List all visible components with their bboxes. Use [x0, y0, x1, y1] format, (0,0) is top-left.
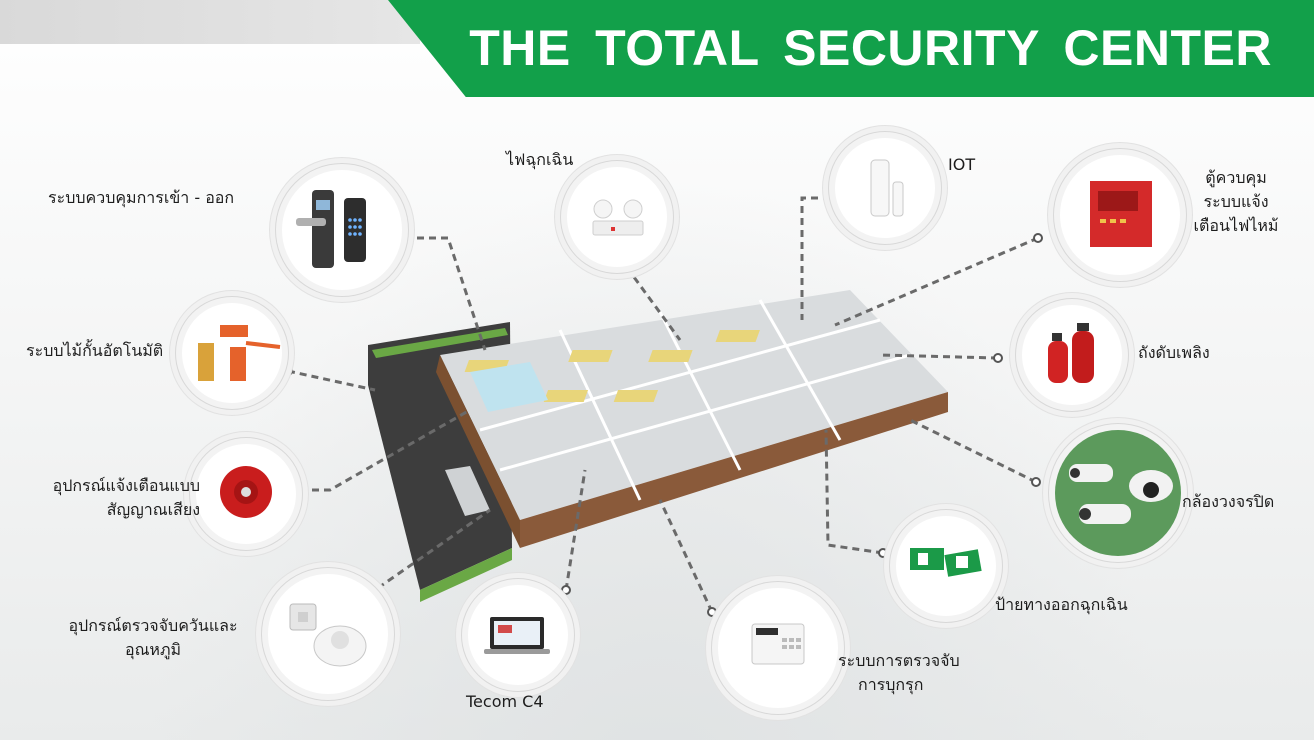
- title-banner: [388, 0, 1314, 97]
- smoke-detector-icon: [289, 603, 367, 667]
- page-title: THE TOTAL SECURITY CENTER: [469, 20, 1272, 76]
- alarm-bell-label: อุปกรณ์แจ้งเตือนแบบสัญญาณเสียง: [52, 476, 200, 519]
- exit-sign-node: [896, 516, 996, 616]
- tecom-node: [468, 585, 568, 685]
- keypad-icon: [751, 623, 805, 665]
- barrier-gate-label: ระบบไม้กั้นอัตโนมัติ: [26, 341, 164, 360]
- fire-alarm-panel-icon: [1090, 181, 1152, 247]
- intrusion-label: ระบบการตรวจจับการบุกรุก: [838, 651, 960, 694]
- door-lock-icon: [296, 190, 366, 268]
- access-control-label: ระบบควบคุมการเข้า - ออก: [48, 188, 235, 207]
- intrusion-node: [718, 588, 838, 708]
- alarm-bell-icon: [220, 466, 272, 518]
- emergency-light-node: [567, 167, 667, 267]
- extinguisher-node: [1022, 305, 1122, 405]
- header-grey-bar: [0, 0, 420, 44]
- cctv-node: [1055, 430, 1181, 556]
- smoke-detector-node: [268, 574, 388, 694]
- cctv-camera-icon: [1069, 464, 1173, 524]
- laptop-icon: [484, 617, 550, 654]
- connector-lines: [287, 196, 1039, 613]
- barrier-gate-icon: [198, 325, 281, 381]
- fire-extinguisher-icon: [1048, 323, 1094, 383]
- smoke-detector-label: อุปกรณ์ตรวจจับควันและอุณหภูมิ: [68, 616, 238, 659]
- access-control-node: [282, 170, 402, 290]
- iot-sensor-icon: [870, 159, 904, 217]
- iot-label: IOT: [948, 155, 976, 174]
- building-floorplan-illustration: [368, 290, 948, 602]
- fire-panel-node: [1060, 155, 1180, 275]
- fire-panel-label: ตู้ควบคุมระบบแจ้งเตือนไฟไหม้: [1193, 168, 1279, 235]
- tecom-label: Tecom C4: [466, 692, 544, 711]
- exit-sign-icon: [910, 548, 982, 577]
- emergency-light-icon: [592, 199, 644, 236]
- barrier-gate-node: [182, 303, 282, 403]
- iot-node: [835, 138, 935, 238]
- alarm-bell-node: [196, 444, 296, 544]
- extinguisher-label: ถังดับเพลิง: [1138, 343, 1210, 362]
- emergency-light-label: ไฟฉุกเฉิน: [506, 150, 574, 169]
- cctv-label: กล้องวงจรปิด: [1182, 492, 1275, 511]
- exit-sign-label: ป้ายทางออกฉุกเฉิน: [995, 595, 1128, 614]
